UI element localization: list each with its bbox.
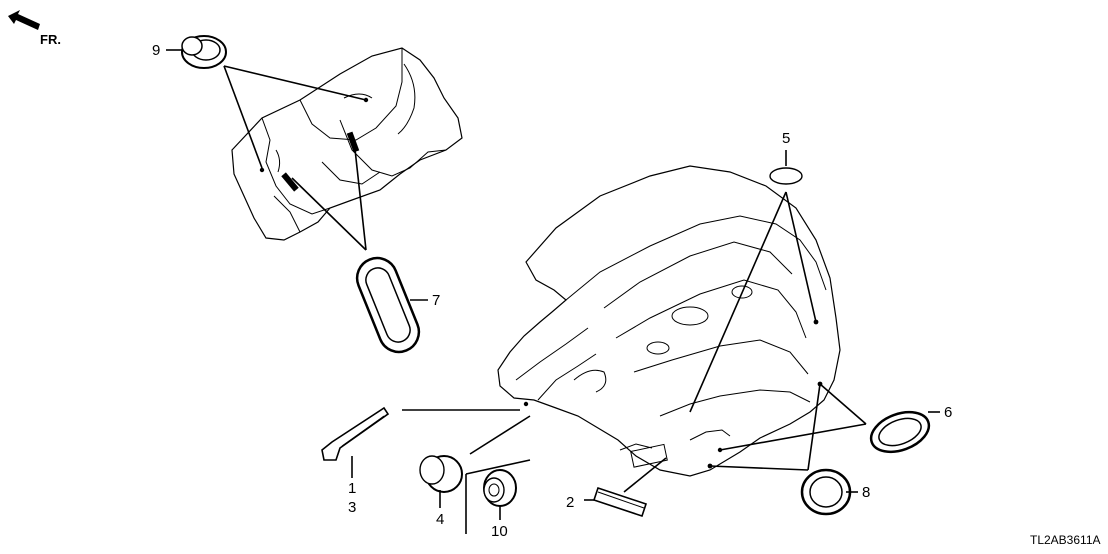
callout-5: 5 <box>782 130 790 147</box>
callout-3: 3 <box>348 499 356 516</box>
part-4-grommet <box>419 415 531 508</box>
part-8-grommet <box>709 383 858 516</box>
floor-slot-left <box>281 172 299 192</box>
diagram-code: TL2AB3611A <box>1030 533 1101 547</box>
floor-slot-right <box>346 131 360 153</box>
front-direction-indicator: FR. <box>8 10 61 47</box>
callout-7: 7 <box>432 292 440 309</box>
callout-9: 9 <box>152 42 160 59</box>
part-10-grommet <box>465 459 531 534</box>
part-5-seal <box>689 150 817 413</box>
rear-body-illustration <box>497 165 841 477</box>
callout-6: 6 <box>944 404 952 421</box>
front-floor-panel-illustration <box>231 47 463 241</box>
callout-8: 8 <box>862 484 870 501</box>
part-1-3-seal-strip <box>321 406 520 478</box>
part-7-grommet <box>291 139 428 354</box>
part-9-grommet <box>166 35 367 169</box>
arrow-front-icon <box>8 10 40 30</box>
callout-4: 4 <box>436 511 444 528</box>
callout-1: 1 <box>348 480 356 497</box>
callout-2: 2 <box>566 494 574 511</box>
callout-10: 10 <box>491 523 508 540</box>
front-label: FR. <box>40 32 61 47</box>
part-6-grommet <box>719 383 940 454</box>
part-2-tape <box>584 457 667 518</box>
